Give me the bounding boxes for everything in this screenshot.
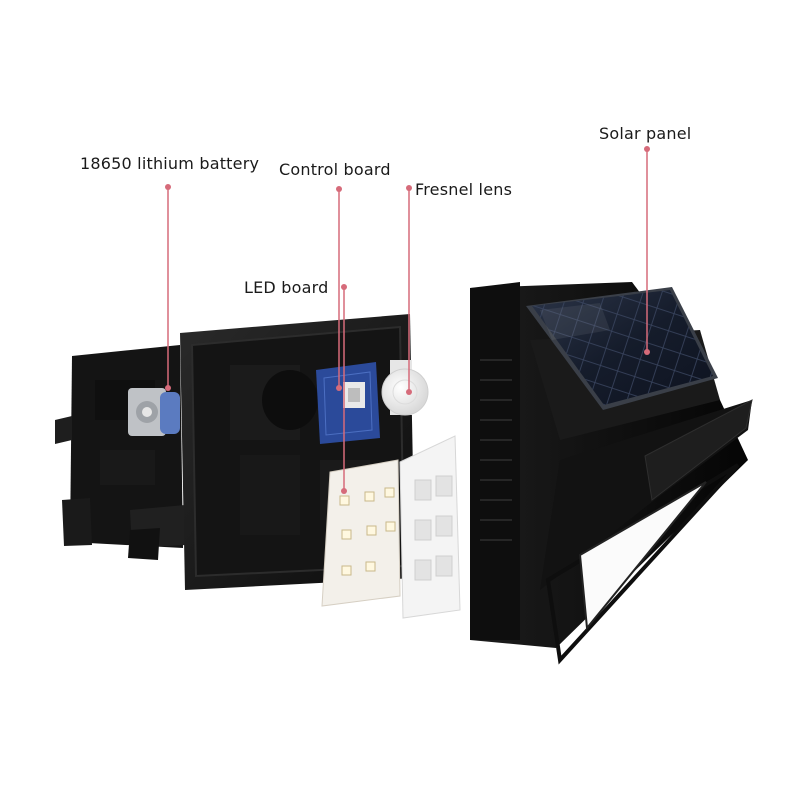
- callout-led-board: [341, 284, 347, 494]
- callout-control-board: [336, 186, 342, 391]
- solar-panel: [526, 287, 718, 410]
- label-battery: 18650 lithium battery: [80, 154, 260, 173]
- reflector: [399, 435, 461, 619]
- back-plate: [55, 345, 186, 560]
- led-board: [321, 459, 401, 607]
- battery: [128, 388, 180, 436]
- front-cover: [545, 463, 740, 665]
- label-fresnel-lens: Fresnel lens: [415, 180, 513, 199]
- fresnel-lens: [381, 360, 429, 416]
- callout-fresnel-lens: [406, 185, 412, 395]
- control-board: [316, 362, 380, 444]
- callout-solar-panel: [644, 146, 650, 355]
- callout-battery: [165, 184, 171, 391]
- label-led-board: LED board: [244, 278, 329, 297]
- label-control-board: Control board: [279, 160, 391, 179]
- label-solar-panel: Solar panel: [599, 124, 692, 143]
